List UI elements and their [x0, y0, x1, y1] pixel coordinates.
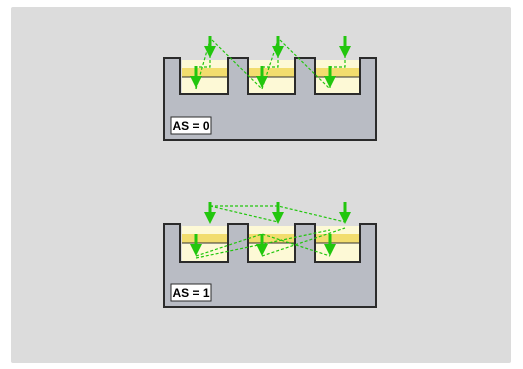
workpiece-block: [163, 57, 377, 141]
workpiece-block: [163, 223, 377, 308]
label-box: [170, 116, 212, 135]
pocket-1: [182, 60, 227, 93]
label-as-1: AS = 1: [172, 286, 209, 300]
pocket-1: [182, 226, 227, 261]
pocket-2: [249, 226, 294, 261]
label-box: [170, 283, 212, 302]
pocket-3: [316, 60, 359, 93]
pocket-3: [316, 226, 359, 261]
infeed-arrows: [190, 202, 351, 256]
label-as-0: AS = 0: [172, 119, 209, 133]
diagram-as-1: AS = 1: [163, 202, 377, 308]
pocket-2: [249, 60, 294, 93]
diagram-as-0: AS = 0: [163, 36, 377, 141]
infeed-arrows: [190, 36, 351, 88]
